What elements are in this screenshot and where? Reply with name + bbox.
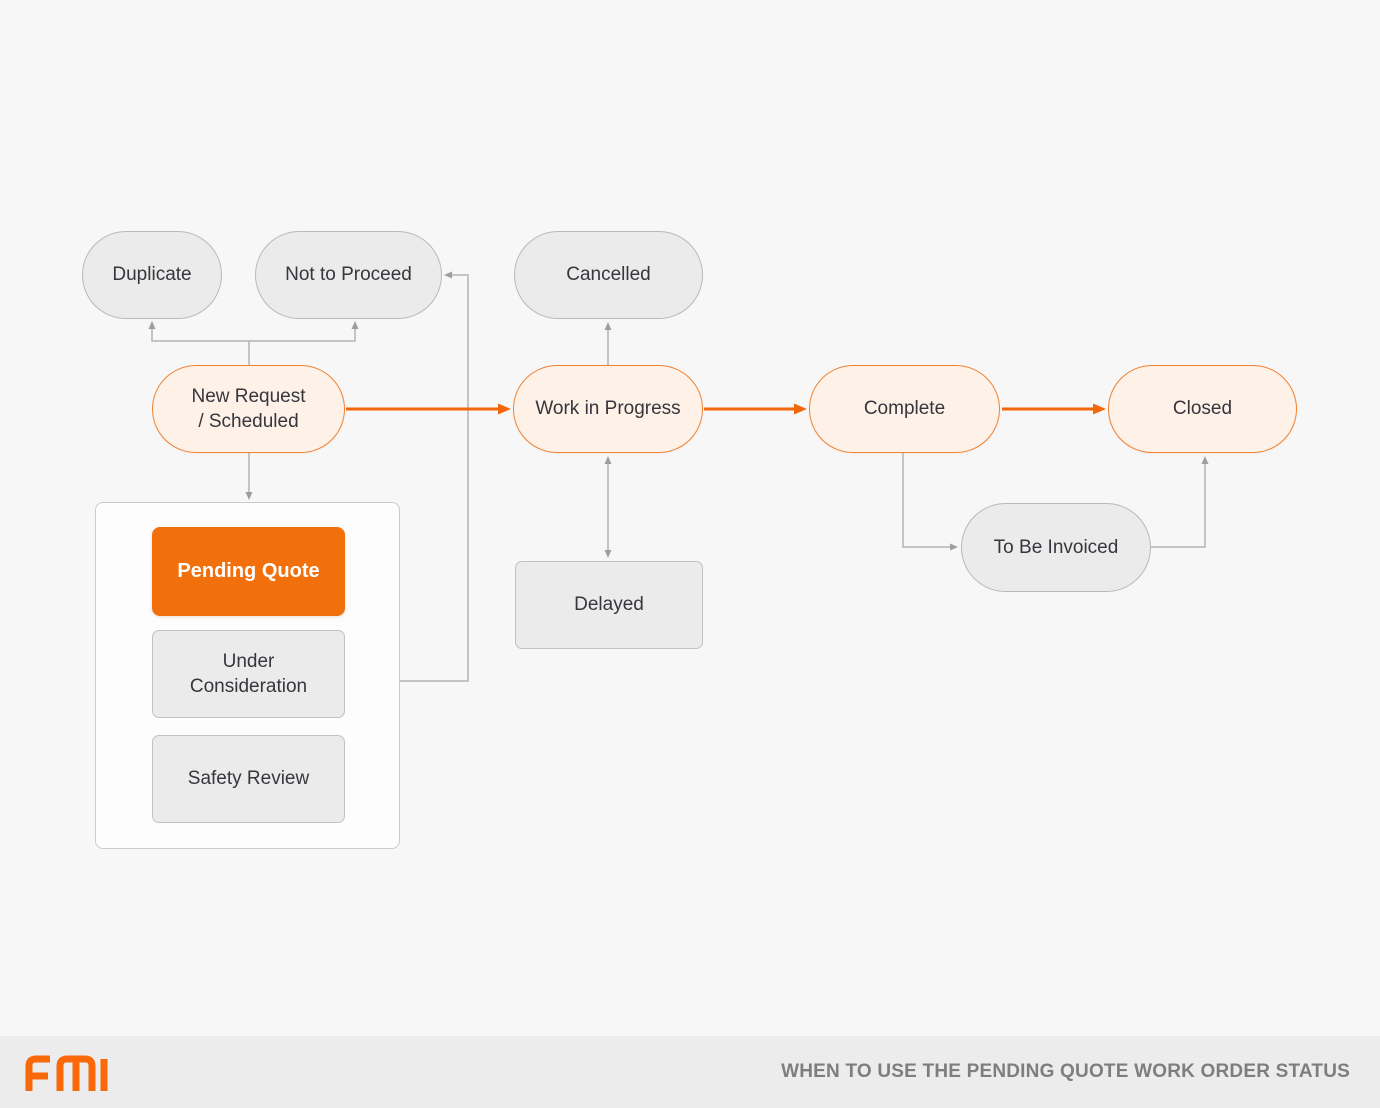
node-duplicate-label: Duplicate [112, 264, 192, 286]
node-closed-label: Closed [1172, 398, 1233, 420]
node-not-to-proceed-label: Not to Proceed [285, 264, 412, 286]
node-not-to-proceed: Not to Proceed [255, 231, 442, 319]
node-cancelled-label: Cancelled [566, 264, 651, 286]
fmi-logo-letter-f [25, 1055, 50, 1091]
node-work-in-progress-label: Work in Progress [535, 398, 681, 420]
node-closed: Closed [1108, 365, 1297, 453]
fmi-logo [25, 1055, 108, 1091]
node-complete-label: Complete [863, 398, 946, 420]
edge-newrequest-to-nottoproceed [249, 321, 359, 342]
node-pending-quote: Pending Quote [152, 527, 345, 616]
node-to-be-invoiced-label: To Be Invoiced [993, 536, 1119, 558]
node-under-consideration-label: Under Consideration [189, 650, 308, 697]
node-pending-quote-label: Pending Quote [177, 560, 320, 583]
node-safety-review: Safety Review [152, 735, 345, 823]
node-duplicate: Duplicate [82, 231, 222, 319]
node-cancelled: Cancelled [514, 231, 703, 319]
edge-newrequest-to-duplicate [148, 321, 249, 342]
node-complete: Complete [809, 365, 1000, 453]
edge-pendinggroup-to-nottoproceed [400, 271, 469, 682]
node-delayed: Delayed [515, 561, 703, 649]
node-delayed-label: Delayed [574, 594, 644, 616]
footer-caption: WHEN TO USE THE PENDING QUOTE WORK ORDER… [781, 1061, 1350, 1082]
node-new-request-scheduled: New Request / Scheduled [152, 365, 345, 453]
node-to-be-invoiced: To Be Invoiced [961, 503, 1151, 592]
footer-bar: WHEN TO USE THE PENDING QUOTE WORK ORDER… [0, 1036, 1380, 1108]
node-safety-review-label: Safety Review [187, 768, 310, 790]
edge-tobeinvoiced-to-closed [1151, 456, 1209, 548]
fmi-logo-letter-m [56, 1055, 96, 1091]
node-new-request-label: New Request / Scheduled [191, 385, 306, 432]
node-work-in-progress: Work in Progress [513, 365, 703, 453]
node-under-consideration: Under Consideration [152, 630, 345, 718]
edge-complete-to-tobeinvoiced [902, 453, 958, 551]
